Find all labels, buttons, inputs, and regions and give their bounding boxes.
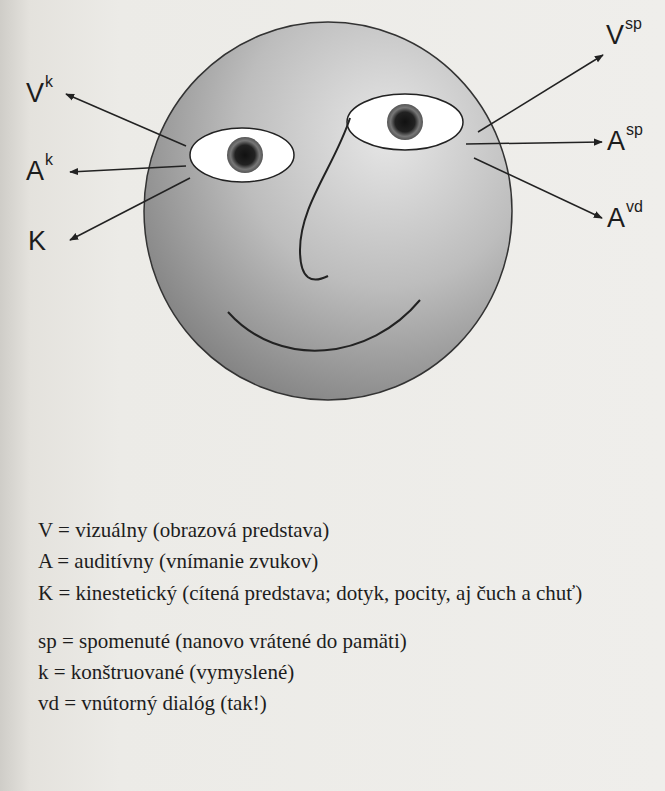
right-eye: [347, 94, 463, 150]
legend-line: k = konštruované (vymyslené): [38, 662, 294, 683]
letter-label: K: [28, 228, 46, 255]
mouth: [228, 300, 420, 351]
superscript: k: [45, 152, 53, 168]
legend-line: sp = spomenuté (nanovo vrátené do pamäti…: [38, 631, 407, 652]
face-circle: [144, 22, 512, 400]
left-pupil: [227, 137, 263, 173]
superscript: k: [45, 74, 53, 90]
arrows: [66, 55, 603, 240]
superscript: sp: [625, 16, 642, 32]
letter-label: A: [607, 205, 625, 232]
letter-label: A: [607, 128, 625, 155]
legend-line: A = auditívny (vnímanie zvukov): [38, 551, 318, 572]
superscript: sp: [626, 122, 643, 138]
right-pupil: [387, 104, 423, 140]
legend-line: K = kinestetický (cítená predstava; doty…: [38, 583, 582, 604]
letter-label: A: [26, 158, 44, 185]
legend-line: V = vizuálny (obrazová predstava): [38, 520, 329, 541]
nose: [300, 118, 350, 280]
left-eye: [190, 128, 294, 182]
letter-label: V: [606, 22, 624, 49]
superscript: vd: [626, 199, 643, 215]
legend-line: vd = vnútorný dialóg (tak!): [38, 693, 267, 714]
letter-label: V: [26, 80, 44, 107]
